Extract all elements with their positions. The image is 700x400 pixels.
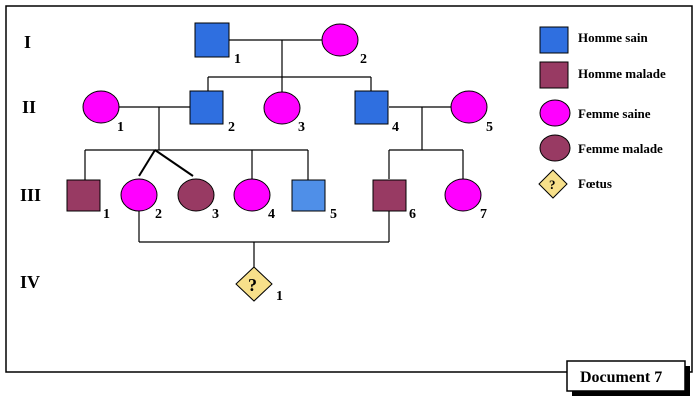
individual-III-1-label: 1 [103, 207, 110, 222]
individual-III-5-square [291, 179, 326, 212]
individual-III-7-circle [444, 178, 482, 212]
individual-IV-1-question-mark: ? [248, 275, 257, 295]
individual-II-5-circle [450, 90, 488, 124]
generation-label-III: III [20, 185, 41, 205]
legend: Homme sain Homme malade Femme saine Femm… [538, 26, 666, 199]
generation-label-I: I [24, 32, 31, 52]
individual-I-2-label: 2 [360, 52, 367, 67]
individual-IV-1-diamond [235, 266, 273, 302]
legend-femme-malade-circle [539, 134, 571, 162]
individual-III-2-circle [120, 178, 158, 212]
legend-foetus-question-mark: ? [549, 177, 556, 192]
pedigree-lines [84, 39, 464, 267]
individual-II-1-circle [82, 90, 120, 124]
legend-foetus-diamond [538, 169, 568, 199]
individual-III-4-circle [233, 178, 271, 212]
individual-II-4-label: 4 [392, 120, 399, 135]
document-label-box [566, 360, 686, 392]
legend-femme-saine-circle [539, 99, 571, 127]
individual-III-2-label: 2 [155, 207, 162, 222]
individual-III-5-label: 5 [330, 207, 337, 222]
legend-femme-malade-label: Femme malade [578, 141, 663, 156]
individual-II-5-label: 5 [486, 120, 493, 135]
individual-I-1-square [194, 22, 230, 58]
legend-homme-malade-square [539, 61, 569, 89]
individual-I-2-circle [321, 23, 359, 57]
individual-III-4-label: 4 [268, 207, 275, 222]
individual-III-3-label: 3 [212, 207, 219, 222]
individual-III-3-circle [177, 178, 215, 212]
individual-II-1-label: 1 [117, 120, 124, 135]
legend-homme-sain-square [539, 26, 569, 54]
individual-II-3-label: 3 [298, 120, 305, 135]
legend-femme-saine-label: Femme saine [578, 106, 651, 121]
generation-label-IV: IV [20, 272, 40, 292]
legend-homme-malade-label: Homme malade [578, 66, 666, 81]
individual-III-1-square [66, 179, 101, 212]
individual-IV-1-label: 1 [276, 289, 283, 304]
frame-border [5, 5, 693, 373]
individual-III-7-label: 7 [480, 207, 487, 222]
individual-II-4-square [354, 90, 389, 125]
individual-II-3-circle [263, 91, 301, 125]
legend-homme-sain-label: Homme sain [578, 30, 648, 45]
individual-II-2-label: 2 [228, 120, 235, 135]
individual-III-6-square [372, 179, 407, 212]
individual-III-6-label: 6 [409, 207, 416, 222]
individual-II-2-square [189, 90, 224, 125]
individual-I-1-label: 1 [234, 52, 241, 67]
document-label: Document 7 [580, 369, 662, 386]
legend-foetus-label: Fœtus [578, 176, 612, 191]
generation-label-II: II [22, 97, 36, 117]
